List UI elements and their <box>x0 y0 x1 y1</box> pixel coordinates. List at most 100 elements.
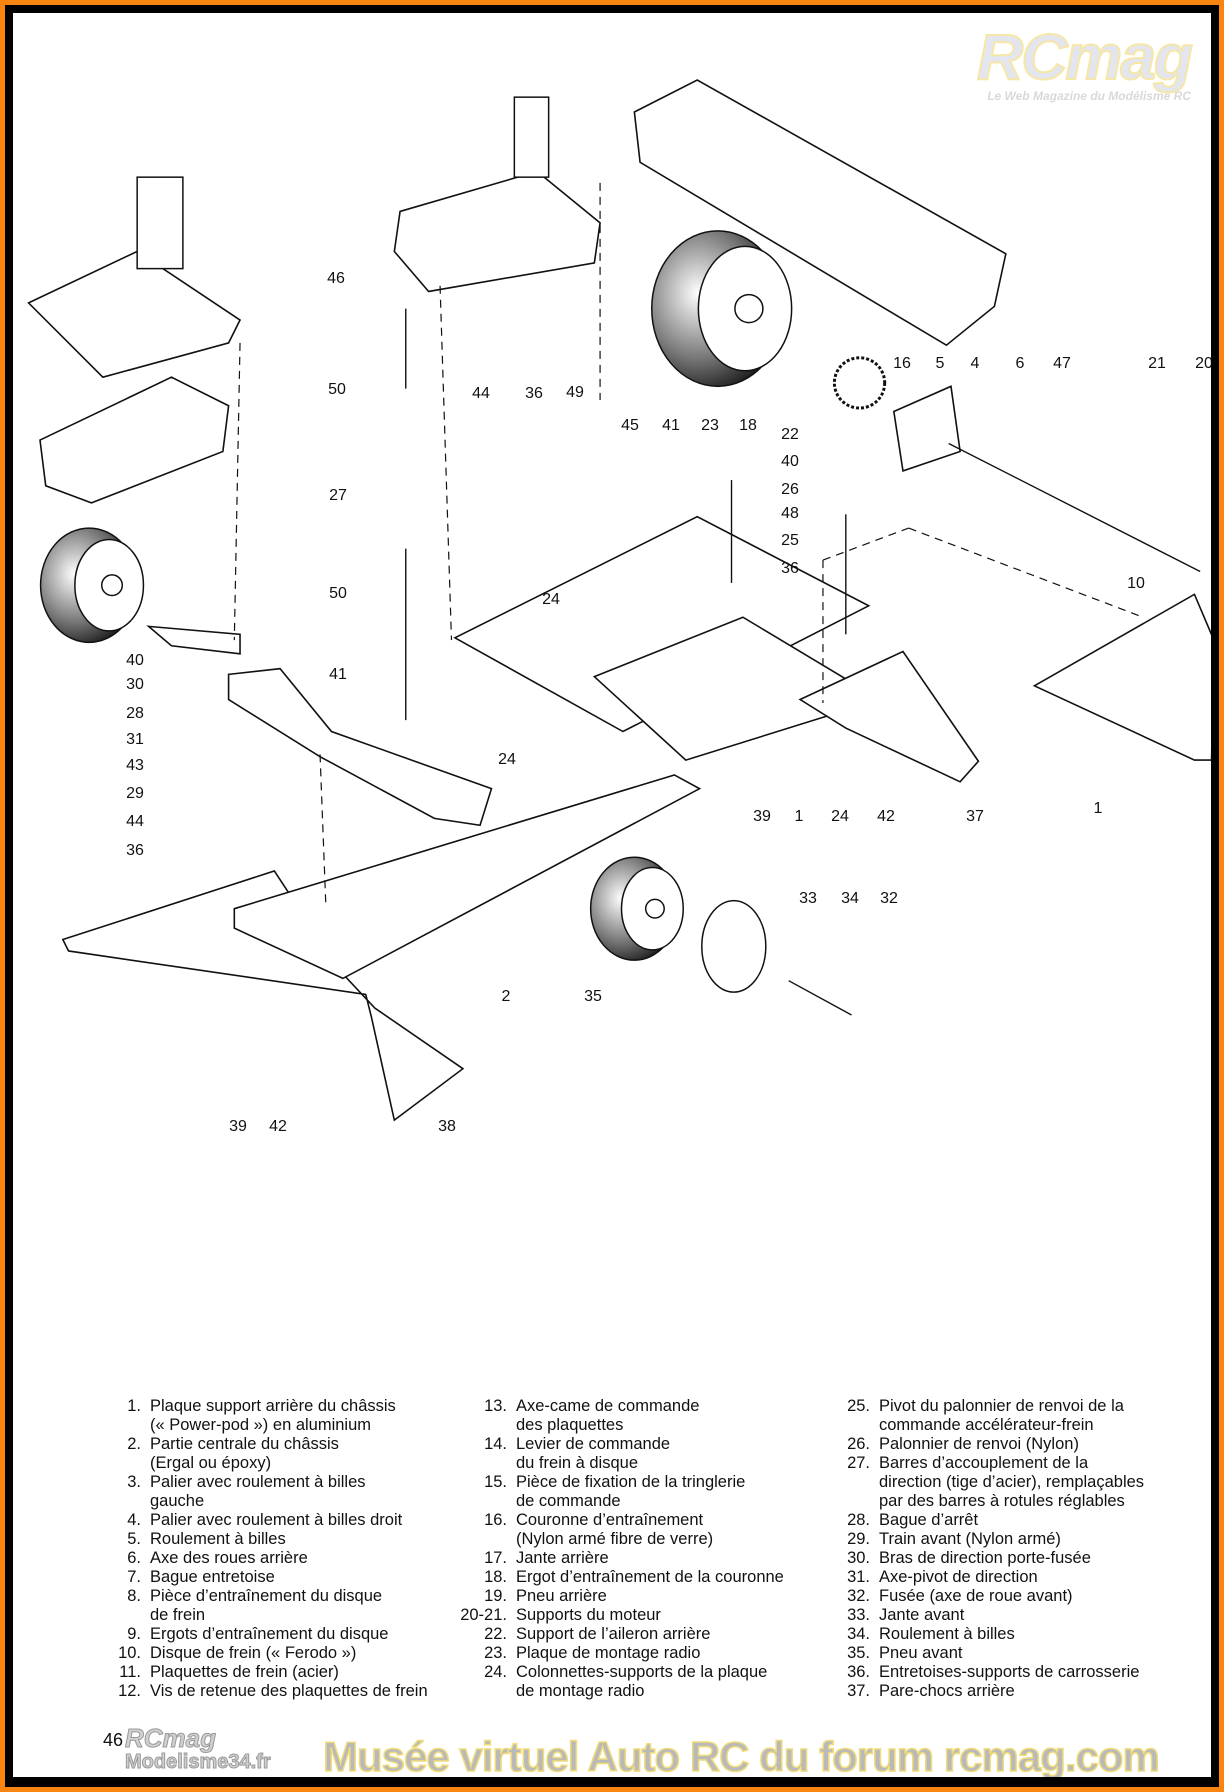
legend-item-line: Bague entretoise <box>150 1568 275 1586</box>
legend-item-text: Jante avant <box>879 1606 964 1625</box>
part-callout-number: 27 <box>329 487 347 504</box>
legend-item-text: Pneu arrière <box>516 1587 607 1606</box>
legend-item-line: Ergots d’entraînement du disque <box>150 1625 389 1643</box>
legend-item-line: commande accélérateur-frein <box>879 1416 1094 1434</box>
legend-item-line: (Ergal ou époxy) <box>150 1454 272 1472</box>
part-callout-number: 24 <box>542 591 560 608</box>
legend-item-line: Supports du moteur <box>516 1606 661 1624</box>
part-callout-number: 23 <box>701 417 719 434</box>
legend-item-number: 10. <box>118 1644 141 1662</box>
part-callout-number: 1 <box>1094 800 1103 817</box>
legend-item: 12.Vis de retenue des plaquettes de frei… <box>109 1682 428 1701</box>
legend-item-number: 16. <box>484 1511 507 1529</box>
front-tire-hub <box>644 898 665 919</box>
legend-item-line: des plaquettes <box>516 1416 624 1434</box>
part-callout-number: 42 <box>877 808 895 825</box>
legend-item-line: du frein à disque <box>516 1454 639 1472</box>
page-number: 46 <box>103 1730 124 1750</box>
part-callout-number: 43 <box>126 757 144 774</box>
legend-item-number: 25. <box>847 1397 870 1415</box>
legend-item-text: Bague d’arrêt <box>879 1511 978 1530</box>
part-callout-number: 44 <box>126 813 144 830</box>
legend-item-line: Pièce d’entraînement du disque <box>150 1587 383 1605</box>
legend-item-number: 37. <box>847 1682 870 1700</box>
part-callout-number: 16 <box>893 355 911 372</box>
motor-left-cylinder <box>136 176 184 270</box>
legend-item-line: direction (tige d’acier), remplaçables <box>879 1473 1145 1491</box>
bottom-site-text: Modelisme34.fr <box>125 1751 272 1774</box>
legend-item: 4.Palier avec roulement à billes droit <box>109 1511 428 1530</box>
legend-item: 34.Roulement à billes <box>825 1625 1144 1644</box>
legend-item-text: Plaquettes de frein (acier) <box>150 1663 339 1682</box>
legend-item: 35.Pneu avant <box>825 1644 1144 1663</box>
legend-item-line: Axe des roues arrière <box>150 1549 308 1567</box>
part-callout-number: 42 <box>269 1118 287 1135</box>
assembly-line <box>822 527 909 561</box>
legend-item-line: Ergot d’entraînement de la couronne <box>516 1568 784 1586</box>
legend-item-line: Pneu arrière <box>516 1587 607 1605</box>
legend-item-line: Pivot du palonnier de renvoi de la <box>879 1397 1124 1415</box>
legend-item-number: 7. <box>127 1568 141 1586</box>
part-callout-number: 49 <box>566 384 584 401</box>
legend-item-text: Palonnier de renvoi (Nylon) <box>879 1435 1079 1454</box>
legend-item-number: 1. <box>127 1397 141 1415</box>
legend-item-line: Bague d’arrêt <box>879 1511 979 1529</box>
legend-item-number: 3. <box>127 1473 141 1491</box>
legend-item-text: Roulement à billes <box>879 1625 1015 1644</box>
legend-item: 2.Partie centrale du châssis(Ergal ou ép… <box>109 1435 428 1473</box>
legend-item-line: Couronne d’entraînement <box>516 1511 704 1529</box>
part-callout-number: 48 <box>781 505 799 522</box>
part-callout-number: 6 <box>1016 355 1025 372</box>
museum-banner-watermark: Musée virtuel Auto RC du forum rcmag.com <box>322 1732 1160 1777</box>
legend-item-number: 5. <box>127 1530 141 1548</box>
motor-plate-left <box>27 250 242 379</box>
legend-item: 30.Bras de direction porte-fusée <box>825 1549 1144 1568</box>
part-callout-number: 33 <box>799 890 817 907</box>
legend-item-number: 9. <box>127 1625 141 1643</box>
legend-item-text: Roulement à billes <box>150 1530 286 1549</box>
part-callout-number: 25 <box>781 532 799 549</box>
legend-item-line: Support de l’aileron arrière <box>516 1625 711 1643</box>
radio-mounting-plate <box>453 515 871 733</box>
legend-item-line: Palonnier de renvoi (Nylon) <box>879 1435 1079 1453</box>
part-callout-number: 46 <box>327 270 345 287</box>
part-callout-number: 36 <box>781 560 799 577</box>
legend-item-text: Bague entretoise <box>150 1568 275 1587</box>
legend-item-text: Jante arrière <box>516 1549 609 1568</box>
legend-item: 26.Palonnier de renvoi (Nylon) <box>825 1435 1144 1454</box>
legend-item: 10.Disque de frein (« Ferodo ») <box>109 1644 428 1663</box>
power-pod-plate <box>1032 593 1211 761</box>
legend-item-number: 27. <box>847 1454 870 1472</box>
legend-item-line: Partie centrale du châssis <box>150 1435 339 1453</box>
part-callout-number: 24 <box>831 808 849 825</box>
legend-item-line: Barres d’accouplement de la <box>879 1454 1089 1472</box>
part-callout-number: 41 <box>329 666 347 683</box>
legend-item-text: Train avant (Nylon armé) <box>879 1530 1061 1549</box>
legend-item: 17.Jante arrière <box>457 1549 784 1568</box>
legend-item: 9. Ergots d’entraînement du disque <box>109 1625 428 1644</box>
legend-item: 11.Plaquettes de frein (acier) <box>109 1663 428 1682</box>
legend-item-number: 19. <box>484 1587 507 1605</box>
legend-item-line: (« Power-pod ») en aluminium <box>150 1416 372 1434</box>
legend-item-line: de montage radio <box>516 1682 645 1700</box>
legend-item-line: (Nylon armé fibre de verre) <box>516 1530 714 1548</box>
legend-item-number: 14. <box>484 1435 507 1453</box>
legend-item-number: 33. <box>847 1606 870 1624</box>
part-callout-number: 5 <box>936 355 945 372</box>
legend-item: 29.Train avant (Nylon armé) <box>825 1530 1144 1549</box>
part-callout-number: 18 <box>739 417 757 434</box>
legend-item-number: 4. <box>127 1511 141 1529</box>
parts-legend-column-1: 1.Plaque support arrière du châssis(« Po… <box>109 1397 428 1701</box>
legend-item: 18.Ergot d’entraînement de la couronne <box>457 1568 784 1587</box>
legend-item-number: 12. <box>118 1682 141 1700</box>
assembly-line <box>439 285 453 641</box>
legend-item-number: 32. <box>847 1587 870 1605</box>
rear-wing <box>633 79 1007 347</box>
